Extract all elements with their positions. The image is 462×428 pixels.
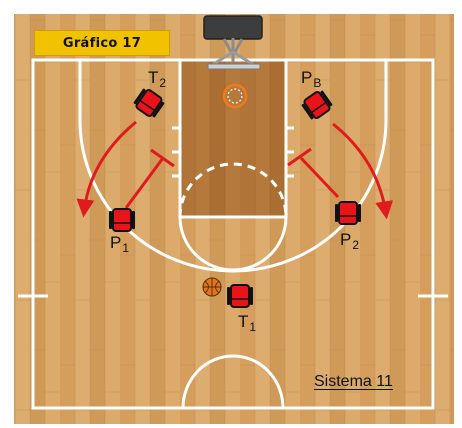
title-badge: Gráfico 17 [34, 30, 170, 56]
player-icon-t1 [227, 285, 253, 307]
player-label-t1: T1 [238, 312, 256, 332]
basketball [203, 278, 221, 296]
player-icon-p1 [109, 209, 135, 231]
system-label: Sistema 11 [314, 373, 393, 391]
paint-key [180, 60, 286, 217]
backboard [204, 16, 262, 39]
player-label-p2: P2 [340, 230, 359, 250]
player-label-pb: PB [301, 68, 321, 88]
player-label-t2: T2 [148, 68, 166, 88]
player-label-p1: P1 [110, 233, 129, 253]
player-icon-p2 [335, 202, 361, 224]
diagram-title: Gráfico 17 [63, 36, 141, 51]
